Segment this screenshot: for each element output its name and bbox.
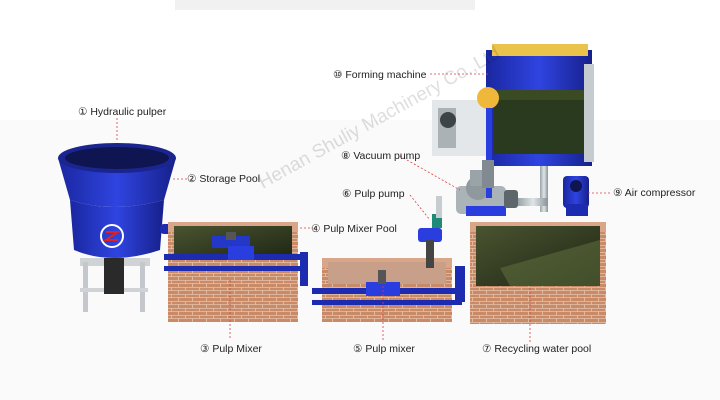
recycling-water-pool-tank (470, 222, 606, 324)
hydraulic-pulper-machine (58, 143, 196, 312)
label-hydraulic-pulper: ① Hydraulic pulper (78, 106, 167, 118)
pulp-mixer-pool-tank (312, 258, 465, 322)
pulp-pump-unit (418, 196, 442, 268)
label-pulp-mixer-3: ③ Pulp Mixer (200, 343, 262, 355)
label-vacuum-pump: ⑧ Vacuum pump (341, 150, 421, 162)
leader-lines (116, 73, 612, 342)
forming-machine-unit (432, 44, 594, 198)
label-storage-pool: ② Storage Pool (187, 173, 261, 185)
air-compressor-unit (563, 176, 589, 216)
transfer-pipe-1 (164, 246, 308, 286)
label-pulp-mixer-pool: ④ Pulp Mixer Pool (311, 223, 397, 235)
leader-pulp-pump (409, 194, 431, 221)
leader-vacuum-pump (399, 155, 461, 191)
label-pulp-mixer-5: ⑤ Pulp mixer (353, 343, 415, 355)
label-air-compressor: ⑨ Air compressor (613, 187, 696, 199)
label-recycling-water-pool: ⑦ Recycling water pool (482, 343, 592, 355)
storage-pool-tank (168, 222, 298, 322)
label-forming-machine: ⑩ Forming machine (333, 69, 427, 81)
label-pulp-pump: ⑥ Pulp pump (342, 188, 405, 200)
